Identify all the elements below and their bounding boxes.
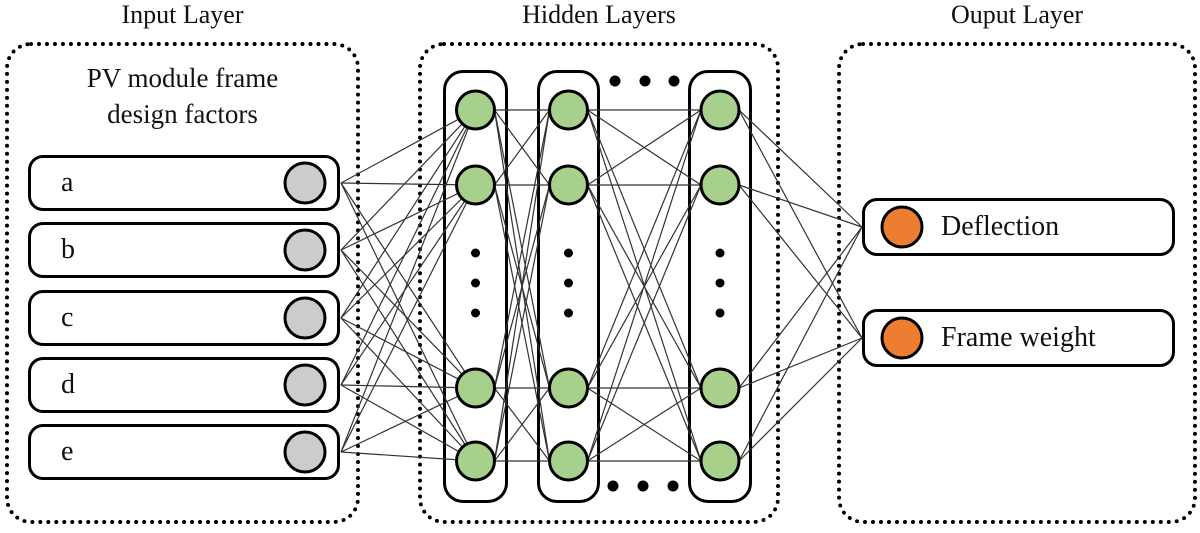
input-node-label: e xyxy=(61,436,74,467)
input-description-line2: design factors xyxy=(107,99,258,129)
input-node-label: d xyxy=(61,369,75,400)
output-node-frame-weight: Frame weight xyxy=(862,309,1175,367)
output-node-deflection: Deflection xyxy=(862,198,1175,256)
output-node-label: Frame weight xyxy=(941,322,1096,353)
input-node-e: e xyxy=(28,424,340,480)
input-node-label: c xyxy=(61,302,74,333)
input-node-label: a xyxy=(61,167,74,198)
input-layer-title: Input Layer xyxy=(121,0,244,29)
hidden-layers-title: Hidden Layers xyxy=(522,0,676,29)
hidden-column-1 xyxy=(443,70,508,503)
input-description-line1: PV module frame xyxy=(86,63,279,93)
input-node-label: b xyxy=(61,234,75,265)
output-layer-title: Ouput Layer xyxy=(950,0,1084,29)
input-node-a: a xyxy=(28,155,340,211)
input-node-c: c xyxy=(28,290,340,346)
output-layer-container xyxy=(837,42,1197,524)
input-node-b: b xyxy=(28,222,340,278)
hidden-column-2 xyxy=(537,70,600,503)
input-layer-description: PV module frame design factors xyxy=(5,60,360,132)
hidden-column-3 xyxy=(688,70,752,503)
output-node-label: Deflection xyxy=(941,211,1060,242)
input-node-d: d xyxy=(28,357,340,413)
